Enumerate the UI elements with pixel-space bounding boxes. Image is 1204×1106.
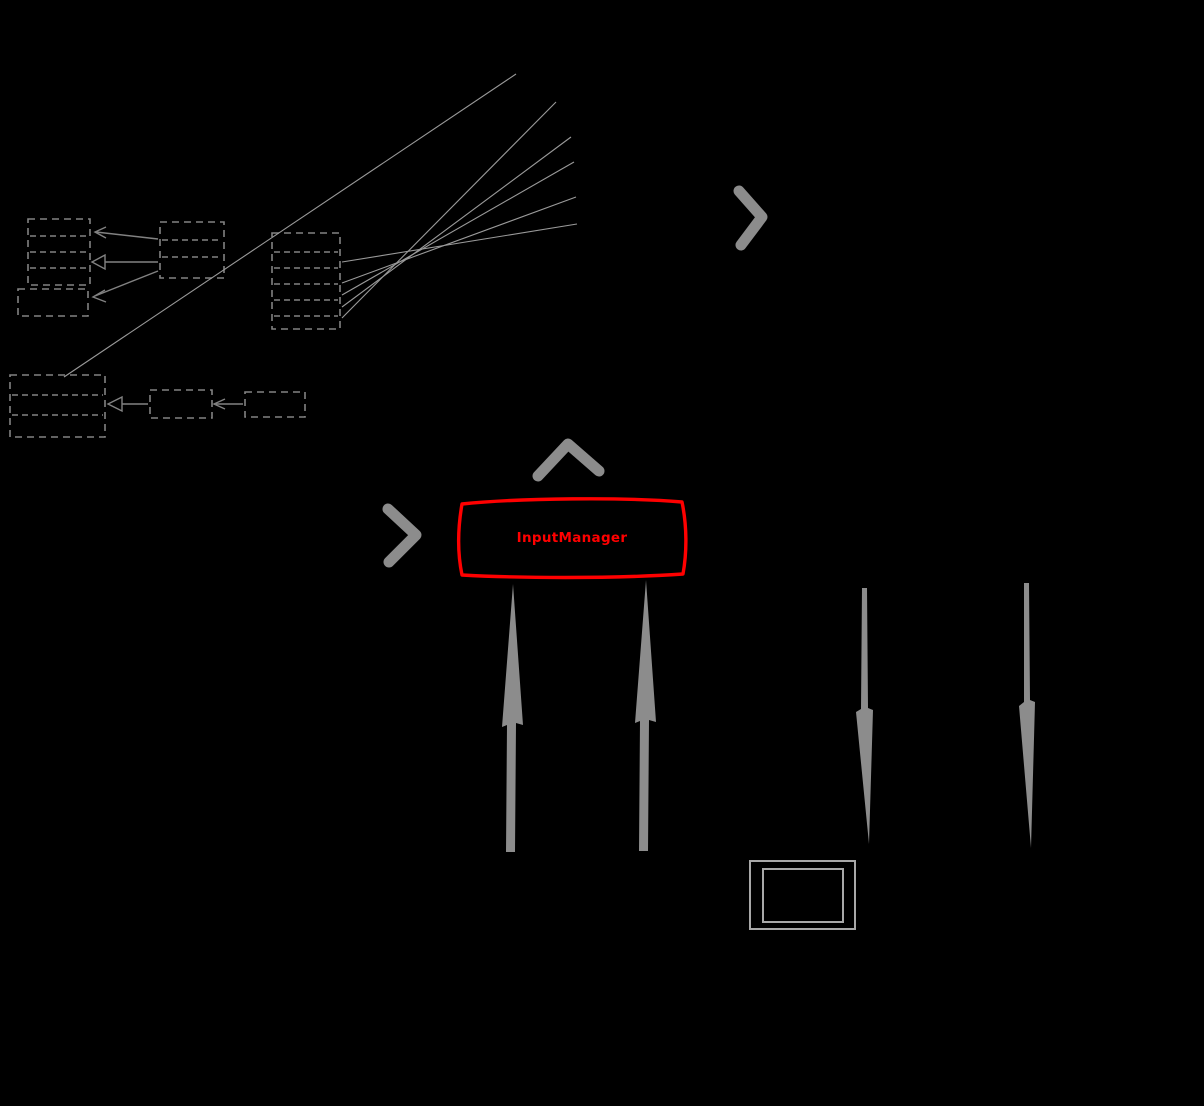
dashed-class-box bbox=[244, 391, 306, 418]
chevron-right-icon bbox=[733, 185, 768, 251]
connector-line bbox=[94, 270, 159, 297]
arrowhead-icon bbox=[212, 398, 226, 410]
class-cluster-top bbox=[17, 218, 341, 330]
down-arrow-icon bbox=[856, 588, 873, 844]
arrowhead-icon bbox=[93, 226, 107, 239]
association-lines bbox=[63, 73, 578, 378]
association-line bbox=[341, 136, 572, 308]
association-line bbox=[341, 161, 575, 296]
dashed-class-box bbox=[27, 218, 91, 286]
hollow-triangle-arrowhead-icon bbox=[90, 253, 106, 271]
dashed-class-box bbox=[159, 221, 225, 279]
dashed-class-box bbox=[17, 288, 89, 317]
arrowhead-icon bbox=[91, 289, 107, 303]
inputmanager-label: InputManager bbox=[517, 530, 628, 546]
chevron-right-icon bbox=[382, 503, 422, 568]
class-cluster-bottom bbox=[9, 374, 306, 438]
up-arrow-icon bbox=[635, 580, 656, 851]
down-arrow-icon bbox=[1019, 583, 1035, 848]
frame-outer-rect bbox=[749, 860, 856, 930]
inputmanager-highlight-box bbox=[456, 497, 688, 580]
dashed-class-box bbox=[9, 374, 106, 438]
dashed-class-box bbox=[149, 389, 213, 419]
flow-arrows bbox=[502, 580, 1035, 852]
up-arrow-icon bbox=[502, 584, 523, 852]
association-line bbox=[341, 223, 578, 263]
chevron-marks bbox=[382, 185, 768, 568]
frame-inner-rect bbox=[762, 868, 844, 923]
association-line bbox=[341, 196, 577, 284]
connector-line bbox=[95, 231, 159, 240]
chevron-up-icon bbox=[532, 438, 605, 482]
hollow-triangle-arrowhead-icon bbox=[106, 395, 123, 413]
screen-frame bbox=[749, 860, 856, 930]
dashed-class-box bbox=[271, 232, 341, 330]
association-line bbox=[341, 101, 557, 319]
association-line bbox=[63, 73, 517, 378]
